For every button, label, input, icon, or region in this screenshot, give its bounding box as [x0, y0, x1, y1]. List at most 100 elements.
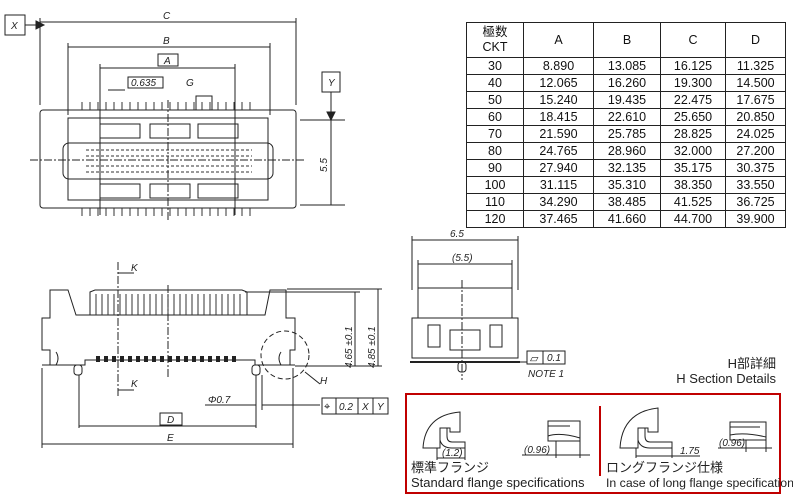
- hole-dia-label: Φ0.7: [208, 395, 231, 406]
- cell-ckt: 110: [466, 193, 524, 211]
- h-section-title-en: H Section Details: [676, 371, 776, 386]
- standard-caption-en: Standard flange specifications: [411, 475, 585, 490]
- cell-ckt: 120: [466, 210, 524, 228]
- cell-a: 21.590: [523, 125, 594, 143]
- cell-c: 16.125: [660, 57, 726, 75]
- cell-d: 20.850: [725, 108, 786, 126]
- standard-caption-jp: 標準フランジ: [411, 460, 490, 475]
- standard-tip-dim: (0.96): [524, 445, 550, 456]
- position-tolerance-frame: ⌖ 0.2 X Y: [321, 397, 389, 415]
- cell-d: 17.675: [725, 91, 786, 109]
- h-section-divider: [599, 406, 601, 476]
- long-flange-dim: 1.75: [680, 446, 700, 457]
- cell-d: 30.375: [725, 159, 786, 177]
- section-k-top: K: [131, 263, 139, 274]
- cell-a: 34.290: [523, 193, 594, 211]
- cell-a: 15.240: [523, 91, 594, 109]
- flatness-frame: [526, 350, 566, 365]
- cell-c: 32.000: [660, 142, 726, 160]
- side-width-label: 6.5: [450, 229, 464, 240]
- position-symbol-icon: ⌖: [324, 401, 330, 413]
- cell-a: 12.065: [523, 74, 594, 92]
- cell-b: 22.610: [593, 108, 661, 126]
- cell-a: 18.415: [523, 108, 594, 126]
- cell-c: 41.525: [660, 193, 726, 211]
- cell-c: 25.650: [660, 108, 726, 126]
- header-d: D: [725, 22, 786, 58]
- dim-c-label: C: [163, 11, 171, 22]
- detail-h-circle: [260, 330, 310, 380]
- side-inner-width-label: (5.5): [452, 253, 473, 264]
- section-k-bottom: K: [131, 379, 139, 390]
- header-b: B: [593, 22, 661, 58]
- standard-flange-dim: (1.2): [442, 448, 463, 459]
- cell-a: 27.940: [523, 159, 594, 177]
- dim-e-label: E: [167, 433, 174, 444]
- cell-b: 19.435: [593, 91, 661, 109]
- position-tol-value: 0.2: [339, 402, 353, 413]
- cell-ckt: 60: [466, 108, 524, 126]
- cell-d: 14.500: [725, 74, 786, 92]
- flatness-value: 0.1: [547, 353, 561, 364]
- cell-b: 28.960: [593, 142, 661, 160]
- cell-b: 16.260: [593, 74, 661, 92]
- dim-d-label: D: [167, 415, 174, 426]
- cell-c: 19.300: [660, 74, 726, 92]
- h-section-details-box: [405, 393, 781, 494]
- pitch-label: 0.635: [131, 78, 156, 89]
- long-tip-dim: (0.96): [719, 438, 745, 449]
- cell-c: 38.350: [660, 176, 726, 194]
- cell-d: 24.025: [725, 125, 786, 143]
- cell-ckt: 30: [466, 57, 524, 75]
- cell-b: 41.660: [593, 210, 661, 228]
- cell-ckt: 90: [466, 159, 524, 177]
- cell-ckt: 100: [466, 176, 524, 194]
- long-flange-sketch: 1.75 (0.96): [619, 407, 772, 458]
- cell-b: 13.085: [593, 57, 661, 75]
- header-c: C: [660, 22, 726, 58]
- cell-d: 39.900: [725, 210, 786, 228]
- cell-b: 38.485: [593, 193, 661, 211]
- height-4-85: 4.85 ±0.1: [367, 326, 378, 368]
- header-a: A: [523, 22, 594, 58]
- cell-d: 11.325: [725, 57, 786, 75]
- long-caption-jp: ロングフランジ仕様: [606, 460, 724, 475]
- position-tol-datum-y: Y: [377, 402, 385, 413]
- label-g: G: [186, 78, 194, 89]
- cell-d: 27.200: [725, 142, 786, 160]
- side-view: 6.5 (5.5) ▱ 0.1 NOTE 1: [410, 229, 566, 380]
- cell-ckt: 50: [466, 91, 524, 109]
- cell-c: 44.700: [660, 210, 726, 228]
- cell-a: 31.115: [523, 176, 594, 194]
- datum-x-label: X: [10, 21, 18, 32]
- flatness-symbol-icon: ▱: [530, 353, 539, 365]
- cell-c: 22.475: [660, 91, 726, 109]
- top-view: X C B A 0.635 G Y 5.5: [4, 11, 345, 220]
- datum-y-label: Y: [328, 78, 336, 89]
- cell-c: 35.175: [660, 159, 726, 177]
- detail-h-label: H: [320, 376, 328, 387]
- cell-b: 25.785: [593, 125, 661, 143]
- cell-b: 35.310: [593, 176, 661, 194]
- dim-b-label: B: [163, 36, 170, 47]
- header-ckt-jp: 極数: [482, 25, 508, 39]
- cell-ckt: 80: [466, 142, 524, 160]
- long-caption-en: In case of long flange specification: [606, 476, 793, 490]
- cell-b: 32.135: [593, 159, 661, 177]
- cell-c: 28.825: [660, 125, 726, 143]
- cell-d: 33.550: [725, 176, 786, 194]
- note-label: NOTE 1: [528, 369, 564, 380]
- h-section-title-jp: H部詳細: [727, 356, 776, 371]
- cell-a: 8.890: [523, 57, 594, 75]
